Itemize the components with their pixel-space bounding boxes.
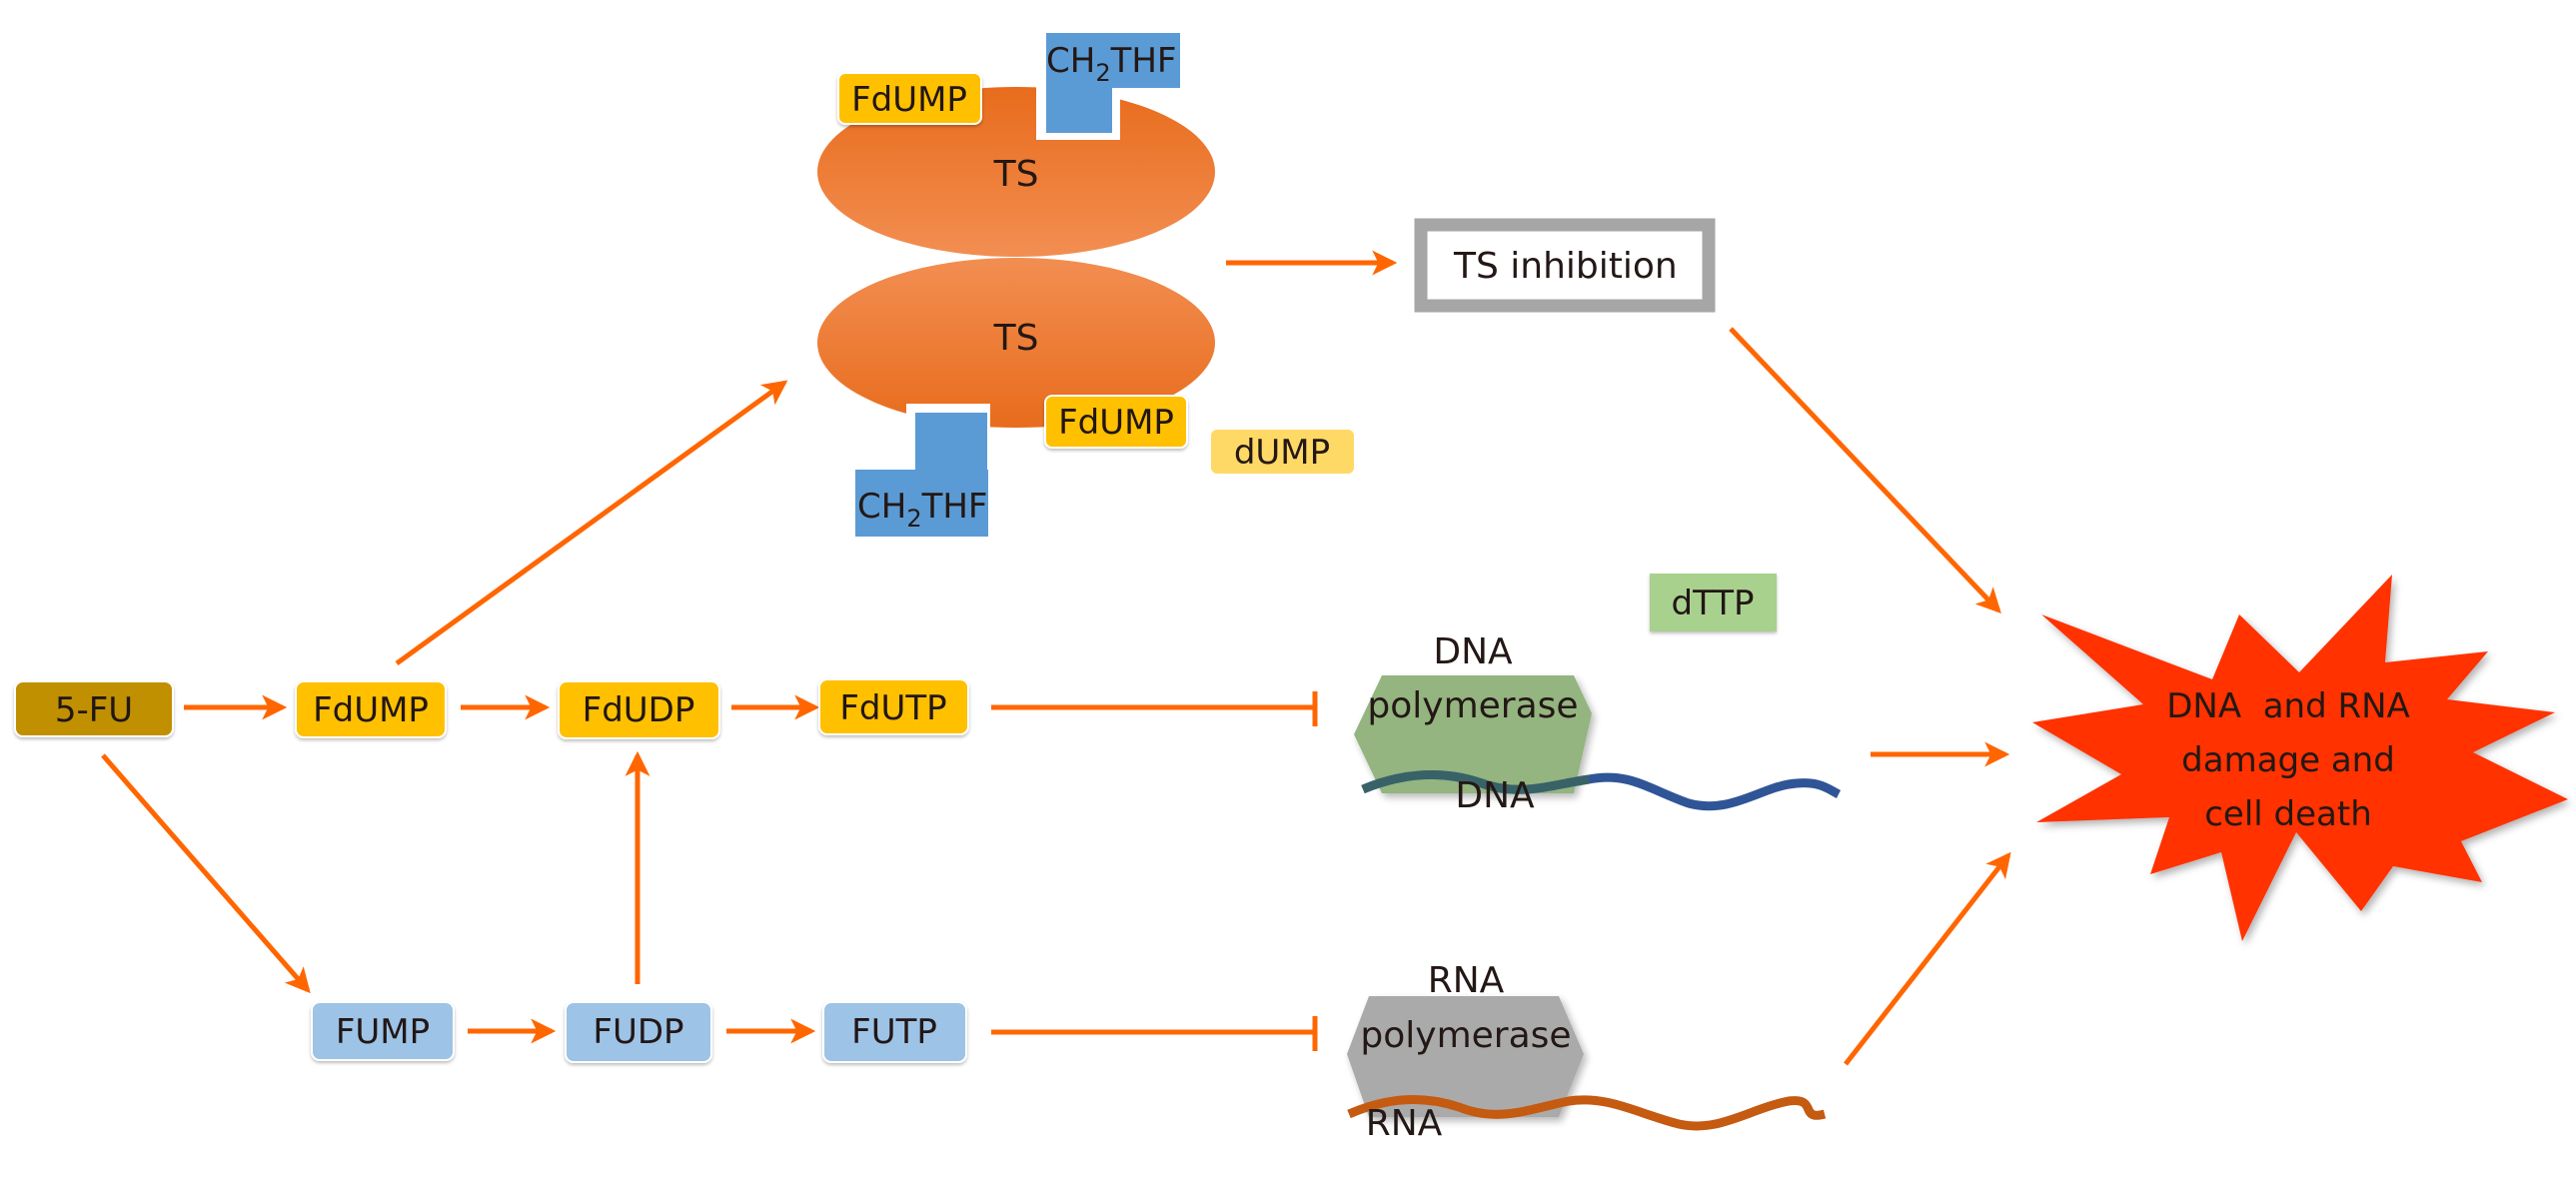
node-fdump[interactable]: FdUMP [295,680,447,738]
node-label: FUTP [851,1012,937,1052]
node-fdutp[interactable]: FdUTP [818,678,969,735]
rna-strand-label: RNA [1366,1103,1443,1144]
node-label: FUDP [593,1012,683,1052]
dttp-label: dTTP [1671,584,1754,623]
rna-polymerase-shape [1347,996,1584,1117]
rna-polymerase[interactable]: RNA polymerase RNA [1347,960,1827,1144]
outcome-line2: damage and [2181,740,2395,780]
ts-label-lower: TS [993,318,1039,359]
ch2thf-upper: CH2THF [1036,33,1180,140]
node-5fu[interactable]: 5-FU [14,680,174,737]
rna-strand [1347,1095,1827,1131]
rna-polymerase-line2: polymerase [1360,1015,1571,1056]
arrows [101,250,2011,1066]
node-fump[interactable]: FUMP [311,1001,455,1061]
fdump-bound-upper: FdUMP [837,72,982,125]
ts-enzyme-lower [817,258,1215,428]
ch2thf-label: CH2THF [857,487,988,533]
dna-polymerase-line1: DNA [1433,631,1513,672]
dna-strand-overlap [1361,770,1590,794]
ts-label-upper: TS [993,154,1039,195]
node-label: 5-FU [55,690,133,730]
dna-polymerase-shape [1354,675,1592,793]
fdump-bound-lower: FdUMP [1044,395,1188,449]
fdump-label: FdUMP [851,80,967,120]
arrow-fdump-to-ts [395,380,788,666]
dna-strand-label: DNA [1455,775,1535,816]
node-label: FdUTP [839,688,946,728]
node-dttp[interactable]: dTTP [1650,574,1777,631]
outcome-line3: cell death [2204,794,2372,834]
ts-complex[interactable]: TS TS CH2THF FdUMP CH2THF F [817,33,1215,537]
node-label: FUMP [336,1012,430,1052]
arrow-5fu-to-fump [101,753,311,994]
outcome-starburst[interactable]: DNA and RNA damage and cell death [2032,575,2568,941]
ch2thf-lower: CH2THF [855,404,990,537]
ts-inhibition-label: TS inhibition [1453,246,1678,287]
ts-inhibition-box[interactable]: TS inhibition [1414,218,1716,313]
arrow-rna-to-outcome [1844,851,2011,1066]
ch2thf-label: CH2THF [1046,41,1177,87]
outcome-line1: DNA and RNA [2166,686,2410,726]
node-label: FdUMP [313,690,429,730]
node-futp[interactable]: FUTP [822,1001,967,1063]
dna-polymerase[interactable]: DNA polymerase DNA [1354,631,1842,816]
node-dump[interactable]: dUMP [1211,430,1354,474]
dna-polymerase-line2: polymerase [1367,685,1578,726]
node-fudp[interactable]: FUDP [565,1001,712,1063]
fdump-label: FdUMP [1058,403,1174,443]
rna-polymerase-line1: RNA [1428,960,1505,1001]
node-label: FdUDP [583,690,695,730]
starburst-shape [2032,575,2568,941]
arrow-inhibition-to-outcome [1729,327,2001,614]
node-fdudp[interactable]: FdUDP [558,680,720,739]
dump-label: dUMP [1234,433,1330,473]
